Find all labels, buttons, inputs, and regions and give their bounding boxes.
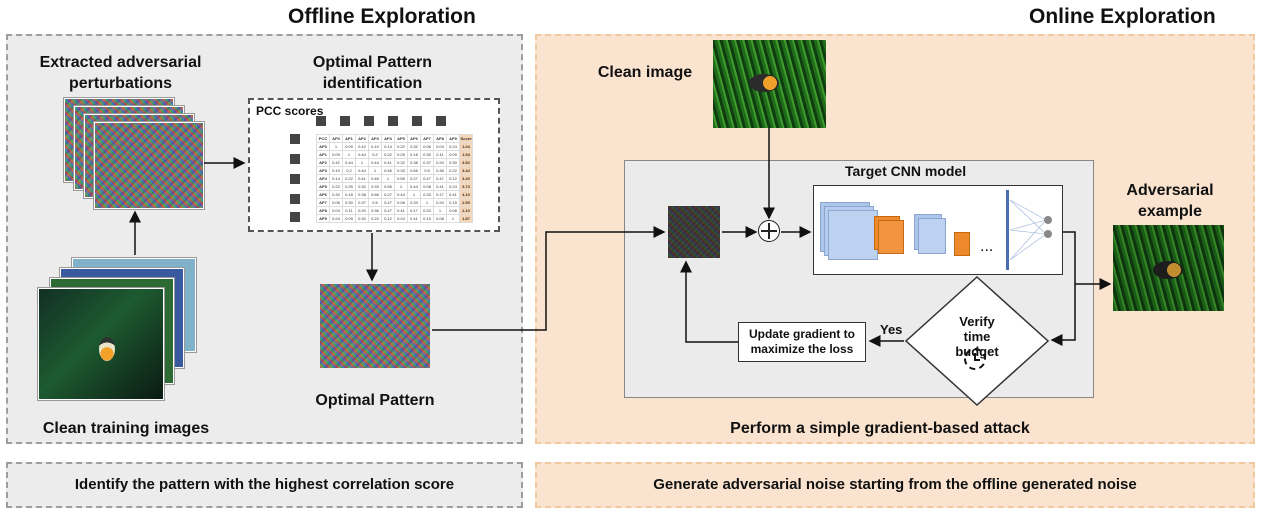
extracted-perturbations-label: Extracted adversarial perturbations [39,54,202,92]
perturbation-image [94,122,204,209]
offline-summary: Identify the pattern with the highest co… [6,462,523,508]
offline-title: Offline Exploration [288,5,476,28]
pattern-icon [290,134,300,144]
pattern-icon [290,174,300,184]
pcc-label: PCC scores [256,104,324,118]
pattern-icon [290,194,300,204]
pcc-cell: 1.87 [459,214,473,223]
clean-training-label: Clean training images [42,420,210,437]
optimal-identification-label: Optimal Pattern identification [312,54,433,92]
yes-label: Yes [880,322,903,337]
clean-image-label: Clean image [597,64,693,81]
clean-image [713,40,826,128]
attack-label: Perform a simple gradient-based attack [730,420,1030,437]
pattern-icon [388,116,398,126]
pattern-icon [316,116,326,126]
adversarial-noise-image [668,206,720,258]
bird-icon [1153,261,1183,279]
pattern-icon [364,116,374,126]
online-title: Online Exploration [1029,5,1216,28]
pattern-icon [340,116,350,126]
bird-icon [99,337,115,361]
online-summary: Generate adversarial noise starting from… [535,462,1255,508]
pattern-icon [436,116,446,126]
update-gradient-box: Update gradient to maximize the loss [738,322,866,362]
ellipsis: ... [980,238,994,255]
pattern-icon [290,212,300,222]
bird-icon [749,74,779,92]
add-icon [758,220,780,242]
dense-layer-icon [1010,199,1052,261]
adversarial-label: Adversarial example [1126,182,1214,220]
cnn-model-box: ... [813,185,1063,275]
verify-diamond [904,275,1050,407]
pattern-icon [412,116,422,126]
optimal-pattern-image [320,284,430,368]
pattern-icon [290,154,300,164]
target-cnn-label: Target CNN model [845,163,967,179]
training-image [38,288,164,400]
optimal-pattern-label: Optimal Pattern [315,392,435,409]
clock-icon [964,348,986,370]
adversarial-example-image [1113,225,1224,311]
